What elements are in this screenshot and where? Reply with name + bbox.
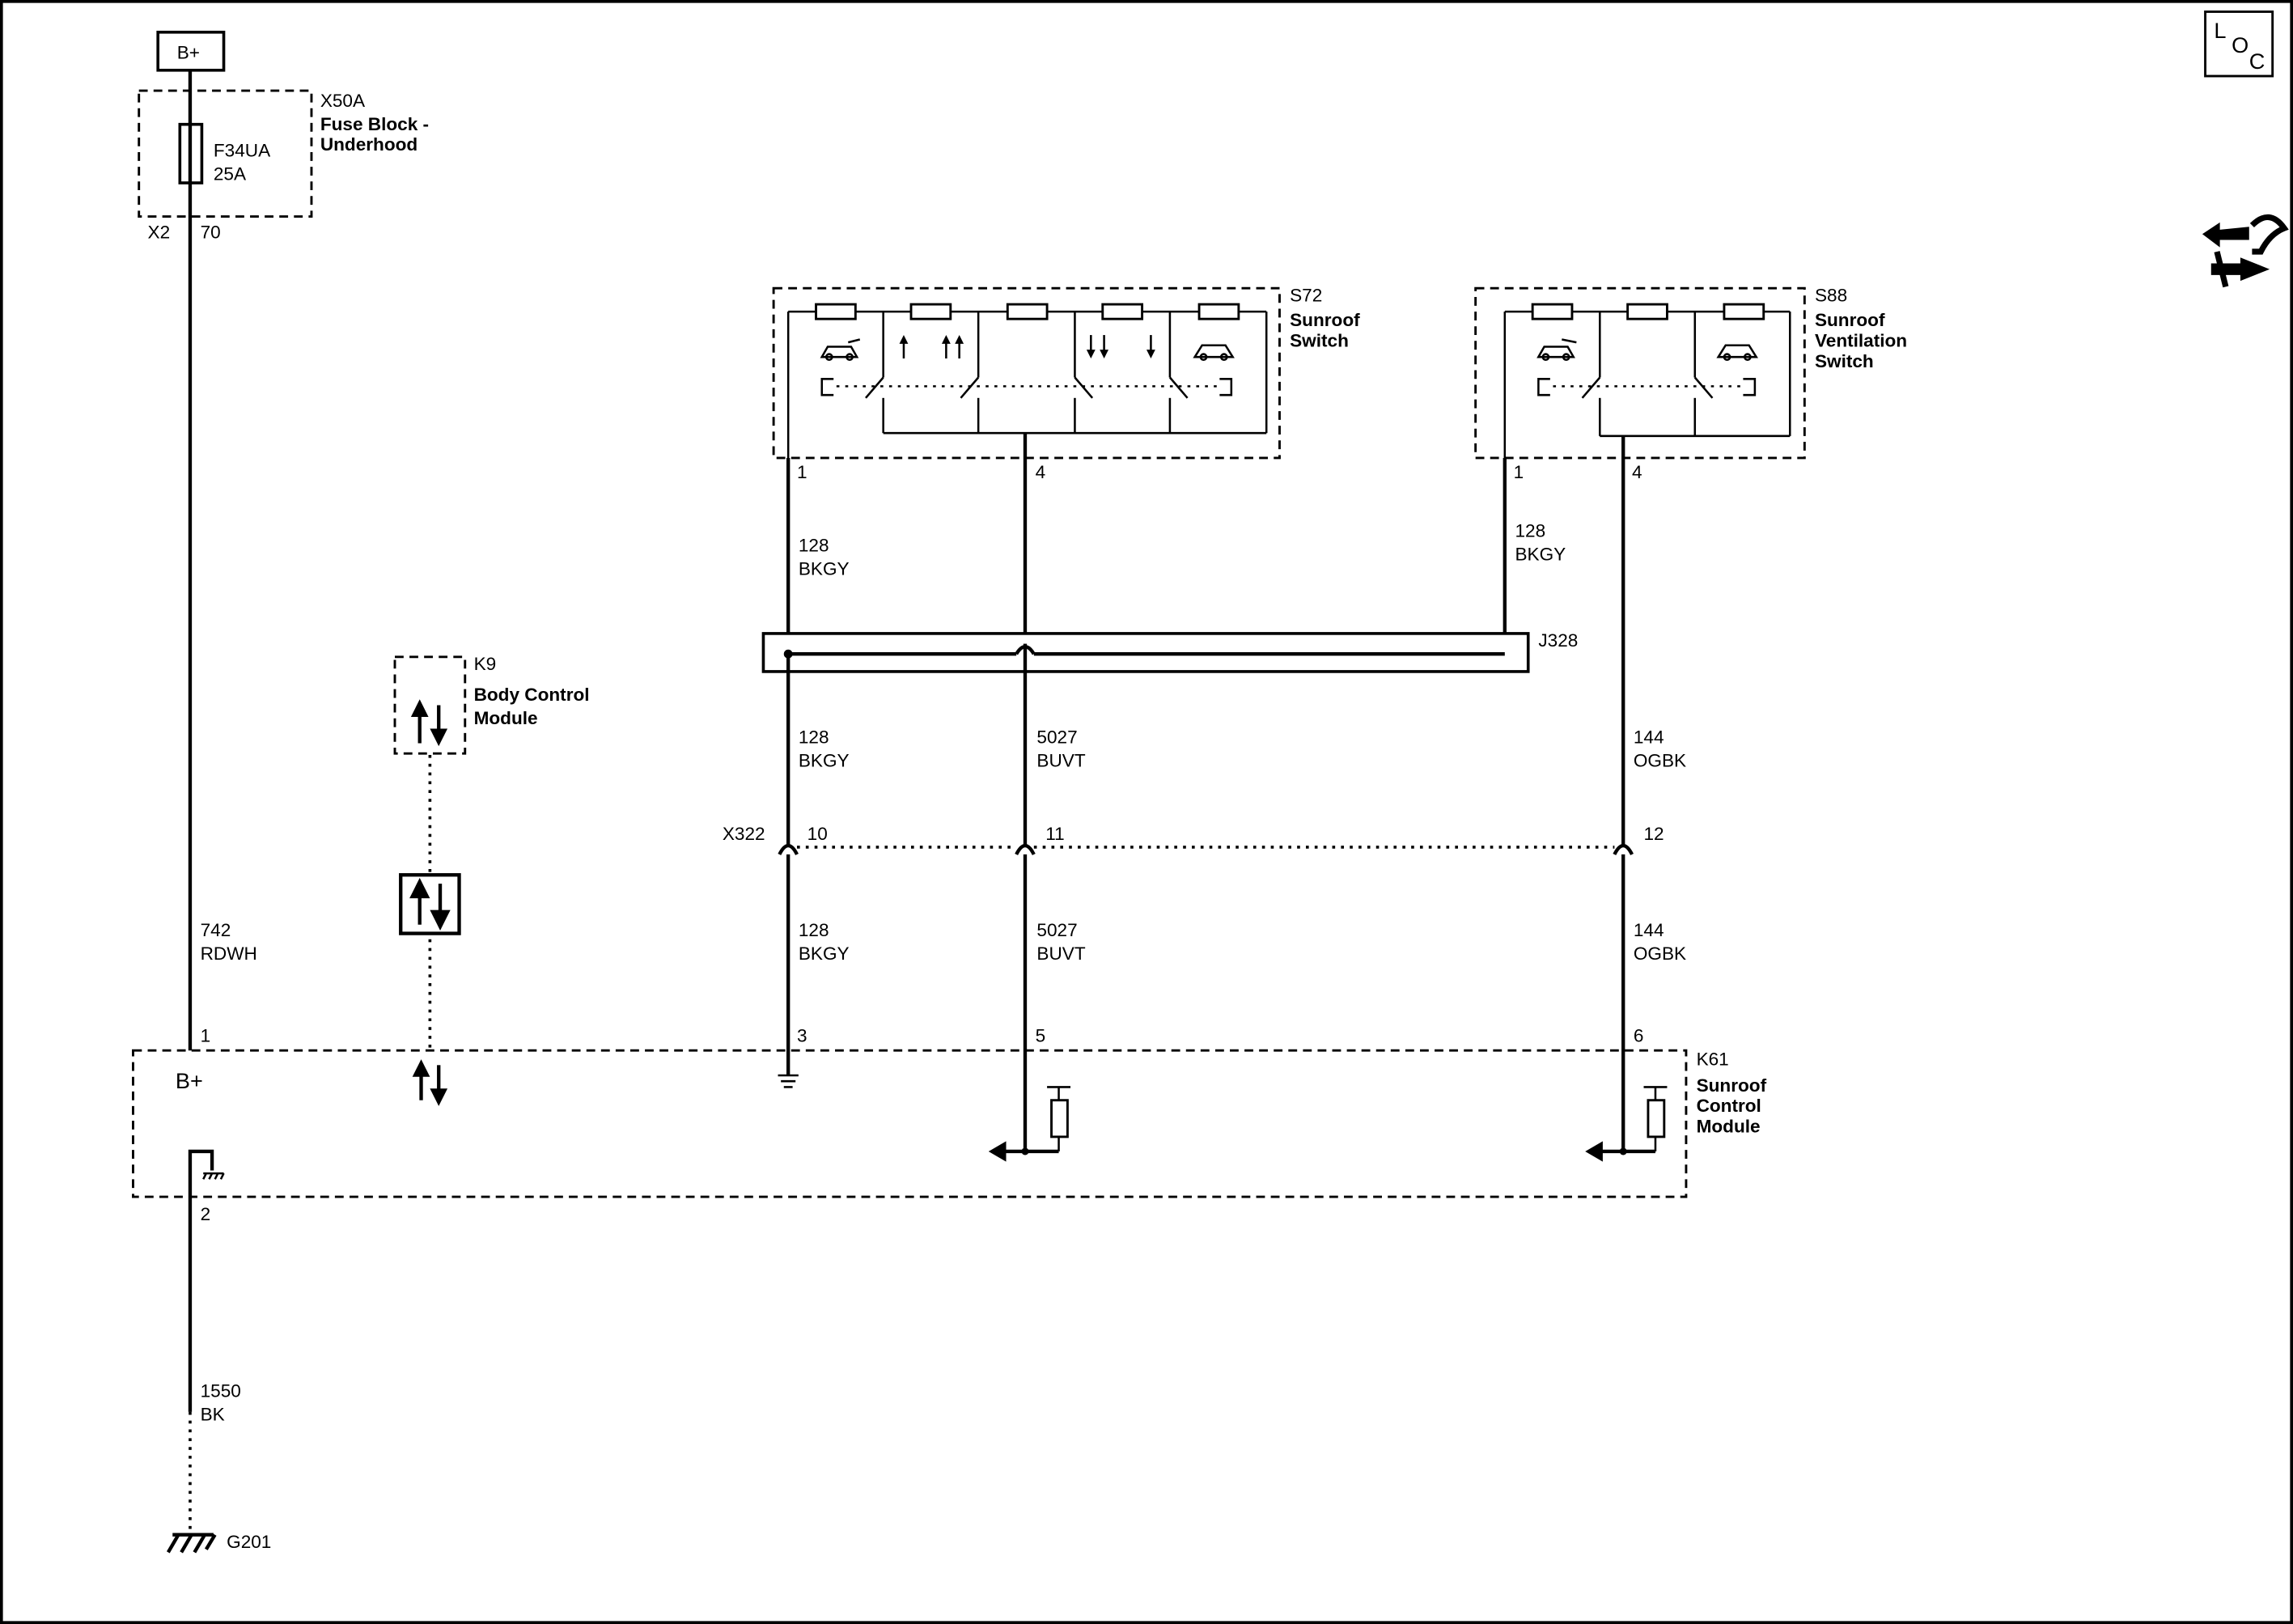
car-close-icon [1193,344,1235,362]
s88-resistor-ladder [1503,303,1791,458]
ground-id: G201 [227,1532,271,1552]
s72-pin-left: 1 [797,462,807,482]
s72-resistor-ladder [786,303,1268,458]
wire-742-circuit: 742 [201,920,231,940]
k61-module-outline [132,1049,1688,1198]
wire-s72-upper-circuit: 128 [799,536,829,556]
loc-letter-l: L [2214,18,2226,43]
ground-wire-color: BK [201,1405,225,1425]
fuse-pin-label: 70 [201,223,221,243]
pull-up-input-icon-c [1585,1086,1668,1162]
splice-id: J328 [1538,630,1578,651]
fuse-block-name-2: Underhood [320,134,417,155]
fuse-block-id: X50A [320,91,366,111]
x322-pin-11: 11 [1045,824,1064,844]
k61-power-label: B+ [176,1068,203,1093]
k61-pin-2: 2 [201,1204,211,1224]
wire-s72-upper-color: BKGY [799,559,850,579]
wire-b-low-color: BUVT [1036,943,1085,964]
double-arrow-down-icon [1086,335,1109,358]
s88-position-icons [1536,338,1758,362]
k61-pin-5: 5 [1036,1025,1046,1045]
k61-name-3: Module [1697,1116,1761,1136]
fuse-name: F34UA [214,140,271,160]
battery-terminal: B+ [156,30,226,72]
s88-name-3: Switch [1815,351,1874,371]
wire-a-low-color: BKGY [799,943,850,964]
component-navigation-icon[interactable] [2202,214,2289,288]
wire-c-mid-circuit: 144 [1634,727,1664,748]
wire-b-mid-circuit: 5027 [1036,727,1077,748]
arrow-up-icon [899,335,909,358]
s88-name-1: Sunroof [1815,310,1885,330]
x322-id: X322 [723,824,765,844]
x322-pin-12: 12 [1644,824,1664,844]
inline-connector-x322[interactable] [778,843,1634,855]
k61-name-2: Control [1697,1096,1761,1116]
k61-id: K61 [1697,1049,1729,1069]
ground-wire-circuit: 1550 [201,1381,241,1401]
fuse-block-x50a-outline [138,89,313,218]
s88-id: S88 [1815,285,1847,305]
s88-pin-left: 1 [1514,462,1524,482]
loc-letter-o: O [2232,32,2248,57]
location-view-button[interactable]: L O C [2204,11,2274,78]
wire-742-color: RDWH [201,943,257,964]
bcm-k9-outline [393,655,467,755]
wire-s88-upper-color: BKGY [1515,545,1566,565]
double-arrow-up-icon [941,335,964,358]
s88-switch-contacts [1537,376,1791,438]
fuse-rating: 25A [214,163,247,184]
arrow-down-icon [1146,335,1155,358]
chassis-ground-icon [188,1149,225,1198]
wire-c-low-color: OGBK [1634,943,1686,964]
wire-b-low-circuit: 5027 [1036,920,1077,940]
bcm-id: K9 [474,654,497,674]
s72-position-icons [820,335,1235,362]
s88-switch-outline [1474,286,1806,460]
ground-g201-icon [166,1533,217,1554]
s72-pin-right: 4 [1036,462,1046,482]
k61-pin-3: 3 [797,1025,807,1045]
s72-name-1: Sunroof [1290,310,1360,330]
bcm-name-2: Module [474,708,538,728]
fuse-block-name-1: Fuse Block - [320,114,429,134]
s72-switch-contacts [820,376,1267,435]
s88-pin-right: 4 [1632,462,1642,482]
loc-letter-c: C [2249,49,2265,74]
wire-a-mid-circuit: 128 [799,727,829,748]
car-close-icon [1716,344,1758,362]
wire-s88-upper-circuit: 128 [1515,521,1545,541]
k61-pin-6: 6 [1634,1025,1644,1045]
bcm-name-1: Body Control [474,685,590,705]
serial-data-gateway-icon [399,873,461,935]
wire-a-mid-color: BKGY [799,750,850,770]
bidirectional-arrows-icon [412,1059,448,1106]
battery-label: B+ [177,42,200,62]
k61-name-1: Sunroof [1697,1075,1767,1096]
s72-name-2: Switch [1290,331,1349,351]
s88-name-2: Ventilation [1815,331,1907,351]
wire-b-mid-color: BUVT [1036,750,1085,770]
car-tilt-icon [820,338,861,362]
pull-up-input-icon-b [988,1086,1071,1162]
wire-c-low-circuit: 144 [1634,920,1664,940]
x322-pin-10: 10 [807,824,828,844]
car-vent-icon [1536,338,1577,362]
s72-id: S72 [1290,285,1322,305]
wire-a-low-circuit: 128 [799,920,829,940]
wire-c-mid-color: OGBK [1634,750,1686,770]
k61-pin-1: 1 [201,1025,211,1045]
signal-ground-icon [778,1074,799,1088]
bidirectional-arrows-icon [410,699,448,747]
fuse-connector-label: X2 [148,223,171,243]
